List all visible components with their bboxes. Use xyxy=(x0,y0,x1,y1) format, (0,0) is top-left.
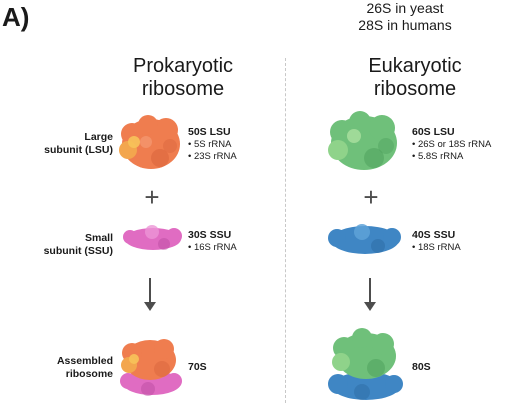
prokaryotic-assembled-lsu xyxy=(121,339,176,380)
annotation-line-2: 28S in humans xyxy=(358,17,452,33)
prokaryotic-ssu-info: 30S SSU • 16S rRNA xyxy=(188,229,237,254)
prokaryotic-lsu-info: 50S LSU • 5S rRNA • 23S rRNA xyxy=(188,126,237,163)
panel-label: A) xyxy=(2,2,30,32)
prokaryotic-ssu-rrna-1: • 16S rRNA xyxy=(188,242,237,253)
row-label-small-subunit: Small subunit (SSU) xyxy=(23,232,113,258)
eukaryotic-ssu-name: 40S SSU xyxy=(412,229,456,241)
eukaryotic-ssu-info: 40S SSU • 18S rRNA xyxy=(412,229,461,254)
rrna-annotation: 26S in yeast 28S in humans xyxy=(330,0,480,34)
eukaryotic-lsu-name: 60S LSU xyxy=(412,126,455,138)
eukaryotic-title-line-1: Eukaryotic xyxy=(368,55,462,77)
prokaryotic-column-title: Prokaryotic ribosome xyxy=(98,55,268,101)
eukaryotic-lsu-info: 60S LSU • 26S or 18S rRNA • 5.8S rRNA xyxy=(412,126,491,163)
prokaryotic-lsu-rrna-2: • 23S rRNA xyxy=(188,151,237,162)
prokaryotic-assembled-name: 70S xyxy=(188,361,207,373)
prokaryotic-title-line-1: Prokaryotic xyxy=(132,55,234,77)
prokaryotic-plus-icon: + xyxy=(144,182,160,212)
prokaryotic-lsu-blob xyxy=(119,115,180,169)
row-label-assembled-line-1: Assembled xyxy=(56,355,113,367)
prokaryotic-down-arrow-icon xyxy=(144,278,156,311)
prokaryotic-lsu-rrna-1: • 5S rRNA xyxy=(188,139,232,150)
row-label-large-line-2: subunit (LSU) xyxy=(44,144,113,156)
eukaryotic-lsu-rrna-2: • 5.8S rRNA xyxy=(412,151,464,162)
eukaryotic-lsu-blob xyxy=(328,111,397,170)
column-divider xyxy=(285,58,286,403)
row-label-small-line-2: subunit (SSU) xyxy=(43,245,113,257)
prokaryotic-ssu-blob xyxy=(123,225,182,250)
prokaryotic-title-line-2: ribosome xyxy=(141,78,225,100)
eukaryotic-down-arrow-icon xyxy=(364,278,376,311)
eukaryotic-ssu-blob xyxy=(328,224,401,254)
eukaryotic-ssu-shape xyxy=(328,224,401,254)
prokaryotic-lsu-shape xyxy=(119,115,180,169)
eukaryotic-title-line-2: ribosome xyxy=(373,78,457,100)
prokaryotic-ssu-name: 30S SSU xyxy=(188,229,232,241)
eukaryotic-assembled-lsu xyxy=(332,328,396,379)
prokaryotic-assembled-blob xyxy=(120,339,182,396)
prokaryotic-ssu-shape xyxy=(123,225,182,250)
eukaryotic-column-title: Eukaryotic ribosome xyxy=(330,55,500,101)
eukaryotic-ssu-rrna-1: • 18S rRNA xyxy=(412,242,461,253)
prokaryotic-assembled-info: 70S xyxy=(188,361,207,374)
prokaryotic-lsu-name: 50S LSU xyxy=(188,126,231,138)
annotation-line-1: 26S in yeast xyxy=(366,0,444,16)
eukaryotic-assembled-name: 80S xyxy=(412,361,431,373)
eukaryotic-lsu-rrna-1: • 26S or 18S rRNA xyxy=(412,139,492,150)
eukaryotic-lsu-shape xyxy=(328,111,397,170)
eukaryotic-plus-icon: + xyxy=(363,182,379,212)
eukaryotic-assembled-ssu xyxy=(328,372,403,400)
row-label-small-line-1: Small xyxy=(84,232,113,244)
row-label-large-line-1: Large xyxy=(84,131,113,143)
row-label-large-subunit: Large subunit (LSU) xyxy=(23,131,113,157)
row-label-assembled: Assembled ribosome xyxy=(23,355,113,381)
row-label-assembled-line-2: ribosome xyxy=(65,368,113,380)
eukaryotic-assembled-info: 80S xyxy=(412,361,431,374)
eukaryotic-assembled-blob xyxy=(328,328,403,400)
